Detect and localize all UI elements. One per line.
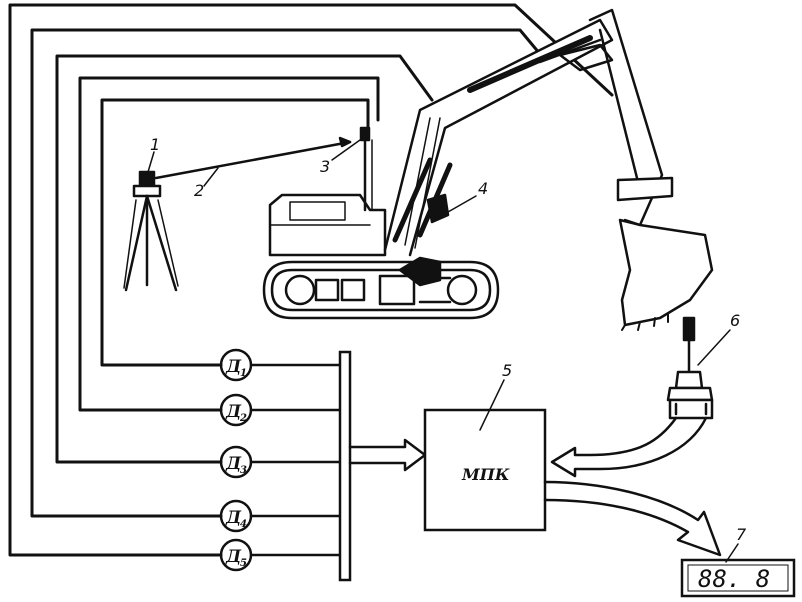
callout-3: 3 — [320, 157, 330, 176]
display-readout: 88. 8 — [698, 565, 770, 593]
sensor-d5-index: 5 — [240, 558, 247, 569]
wire-d5 — [8, 3, 614, 557]
data-bus — [338, 350, 352, 582]
excavator — [262, 8, 714, 331]
sensor-d4-label: Д — [225, 508, 242, 528]
processor-to-display-arrow — [543, 480, 722, 557]
callout-7: 7 — [736, 525, 747, 544]
laser-beam — [154, 136, 352, 180]
sensor-d1: Д 1 — [219, 348, 342, 382]
processor-block: МПК — [423, 408, 547, 532]
wire-d3 — [55, 54, 434, 464]
callout-2: 2 — [194, 181, 204, 200]
callout-1: 1 — [150, 135, 160, 154]
joystick-to-processor-arrow — [550, 416, 708, 478]
excavator-boom — [383, 18, 614, 257]
sensor-d1-index: 1 — [240, 368, 247, 379]
sensor-d4: Д 4 — [219, 499, 342, 533]
callout-5: 5 — [502, 361, 512, 380]
sensor-d3-index: 3 — [240, 465, 247, 476]
wire-d1 — [100, 98, 370, 367]
wire-d2 — [78, 76, 380, 412]
sensor-d2-index: 2 — [239, 413, 247, 424]
laser-tripod — [123, 170, 179, 292]
wiring-loops — [8, 3, 614, 557]
bus-to-processor-arrow — [348, 438, 427, 472]
joystick — [666, 316, 714, 420]
sensor-d5-label: Д — [225, 547, 242, 567]
callouts: 1 2 3 4 5 6 7 — [147, 135, 747, 563]
sensor-d2-label: Д — [225, 402, 242, 422]
callout-6: 6 — [730, 311, 740, 330]
digital-display: 88. 8 — [680, 558, 796, 598]
sensor-d2: Д 2 — [219, 393, 342, 427]
sensor-d5: Д 5 — [219, 538, 342, 572]
wire-d4 — [30, 28, 547, 518]
excavator-bucket — [618, 218, 714, 327]
sensor-d4-index: 4 — [240, 519, 247, 530]
processor-label: МПК — [461, 465, 510, 484]
callout-4: 4 — [478, 179, 488, 198]
sensor-d3: Д 3 — [219, 445, 342, 479]
sensor-group: Д 1 Д 2 Д 3 Д 4 Д 5 — [219, 348, 342, 572]
sensor-d1-label: Д — [225, 357, 242, 377]
sensor-d3-label: Д — [225, 454, 242, 474]
